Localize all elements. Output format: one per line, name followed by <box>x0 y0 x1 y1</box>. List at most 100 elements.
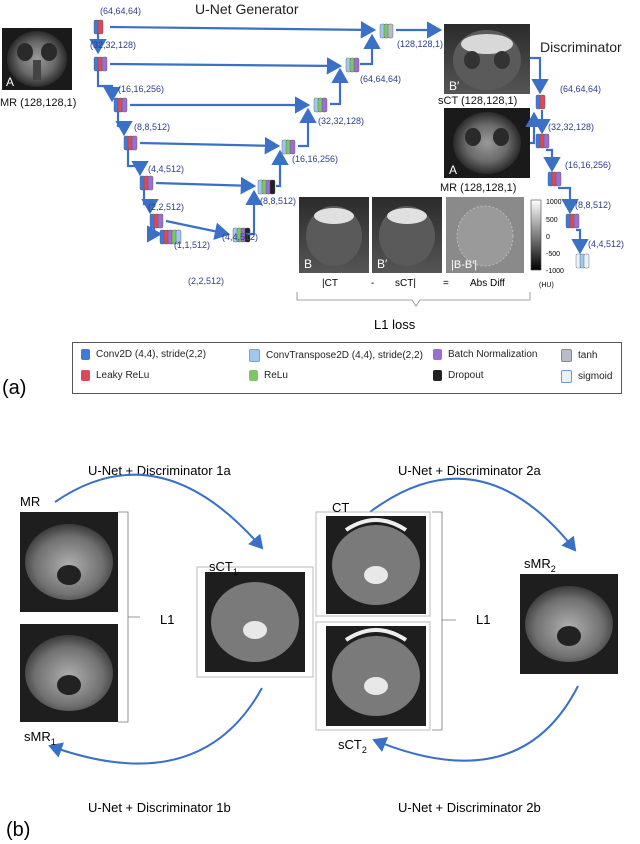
legend-item-conv2d: Conv2D (4,4), stride(2,2) <box>81 349 206 360</box>
legend-label: ReLu <box>264 370 288 381</box>
bn-layer <box>555 171 562 187</box>
disc-dim-0: (64,64,64) <box>560 84 601 94</box>
diff-brace <box>296 292 531 307</box>
diff-cap-ct: |CT <box>322 278 338 289</box>
enc-dim-5: (2,2,512) <box>148 202 184 212</box>
disc-block-0 <box>535 94 546 110</box>
disc-block-3 <box>565 213 580 229</box>
sig-layer <box>583 253 590 269</box>
dec-block-2 <box>281 139 296 155</box>
unet-blocks <box>89 19 590 269</box>
cbar-tick-0: 0 <box>546 234 550 241</box>
bn-layer <box>353 57 360 73</box>
arc-2b <box>372 685 579 762</box>
bn-layer <box>289 139 296 155</box>
dec-arrow-2 <box>298 107 317 148</box>
enc-arrow-1 <box>96 71 121 103</box>
legend-item-sigmoid: sigmoid <box>561 370 612 383</box>
sct1-neck-image <box>196 566 314 678</box>
bn-layer <box>543 133 550 149</box>
dec-dim-2: (8,8,512) <box>260 196 296 206</box>
dec-block-1 <box>257 179 276 195</box>
legend-label: Batch Normalization <box>448 349 538 360</box>
lrelu-layer <box>539 94 546 110</box>
arc-2a <box>369 477 577 552</box>
cbar-unit: (HU) <box>539 282 554 289</box>
mr-caption: MR (128,128,1) <box>0 97 76 109</box>
enc-block-4 <box>139 175 154 191</box>
enc-dim-6: (1,1,512) <box>174 240 210 250</box>
dec-block-4 <box>345 57 360 73</box>
enc-block-1 <box>93 56 108 72</box>
dec-dim-3: (16,16,256) <box>292 154 338 164</box>
smr2-neck-image <box>520 574 618 674</box>
bn-layer <box>321 97 328 113</box>
discriminator-title: Discriminator <box>540 39 622 55</box>
enc-dim-4: (4,4,512) <box>148 164 184 174</box>
left-bracket <box>118 511 140 723</box>
skip-4 <box>155 176 257 195</box>
bn-layer <box>121 97 128 113</box>
lrelu-layer <box>97 19 104 35</box>
mr2-caption: MR (128,128,1) <box>440 182 516 194</box>
disc-dim-2: (16,16,256) <box>565 160 611 170</box>
skip-1 <box>109 57 343 75</box>
sct-to-disc <box>530 56 549 95</box>
smr2-label: sMR2 <box>524 556 556 574</box>
sct2-neck-image <box>315 621 431 731</box>
l1-loss-label: L1 loss <box>374 317 416 332</box>
dec-arrow-0 <box>245 189 263 236</box>
leakyrelu-swatch <box>81 370 90 381</box>
cbar-tick-neg500: -500 <box>546 251 560 258</box>
label-bottom-right: U-Net + Discriminator 2b <box>398 800 541 815</box>
dec-dim-6: (128,128,1) <box>397 39 443 49</box>
ct-image-b <box>299 197 369 273</box>
tanh-swatch <box>561 349 572 362</box>
ct-neck-image <box>315 511 431 617</box>
relu-swatch <box>249 370 258 381</box>
disc-arrow-3 <box>571 228 589 255</box>
enc-arrow-2 <box>115 112 133 137</box>
sigmoid-swatch <box>561 370 572 383</box>
label-top-right: U-Net + Discriminator 2a <box>398 463 541 478</box>
abs-diff-image <box>446 197 524 273</box>
disc-dim-3: (8,8,512) <box>575 200 611 210</box>
batchnorm-swatch <box>433 349 442 360</box>
dec-dim-5: (64,64,64) <box>360 74 401 84</box>
sct-label-bprime: B′ <box>449 79 460 93</box>
diff-cap-sct: sCT| <box>395 278 416 289</box>
skip-3 <box>139 136 281 155</box>
tconv-layer <box>175 229 182 245</box>
tanh-layer <box>387 23 394 39</box>
diff-cap-absdiff: Abs Diff <box>470 278 505 289</box>
cbar-tick-neg1000: -1000 <box>546 268 564 275</box>
disc-dim-1: (32,32,128) <box>548 122 594 132</box>
legend-label: Leaky ReLu <box>96 370 150 381</box>
legend-label: sigmoid <box>578 371 613 382</box>
legend-item-convtranspose: ConvTranspose2D (4,4), stride(2,2) <box>249 349 423 362</box>
enc-dim-2: (16,16,256) <box>118 84 164 94</box>
arc-1a <box>54 473 264 550</box>
diff-cap-equals: = <box>443 278 449 289</box>
legend-item-relu: ReLu <box>249 370 288 381</box>
enc-arrow-4 <box>141 190 159 215</box>
dropout-swatch <box>433 370 442 381</box>
mr-label: MR <box>20 494 40 509</box>
sct-caption: sCT (128,128,1) <box>438 95 517 107</box>
legend-label: ConvTranspose2D (4,4), stride(2,2) <box>266 350 423 361</box>
bn-layer <box>157 213 164 229</box>
sct2-label: sCT2 <box>338 737 367 755</box>
diff-label-bprime: B′ <box>377 257 388 271</box>
ct-label: CT <box>332 500 349 515</box>
mr2-label-a: A <box>449 163 457 177</box>
mr-neck-image <box>20 512 118 612</box>
diff-label-b: B <box>304 257 312 271</box>
bn-layer <box>101 56 108 72</box>
l1-right-label: L1 <box>476 612 490 627</box>
dec-arrow-4 <box>360 33 381 66</box>
smr1-label: sMR1 <box>24 729 56 747</box>
cbar-tick-500: 500 <box>546 217 558 224</box>
enc-arrow-5 <box>146 225 163 243</box>
label-top-left: U-Net + Discriminator 1a <box>88 463 231 478</box>
